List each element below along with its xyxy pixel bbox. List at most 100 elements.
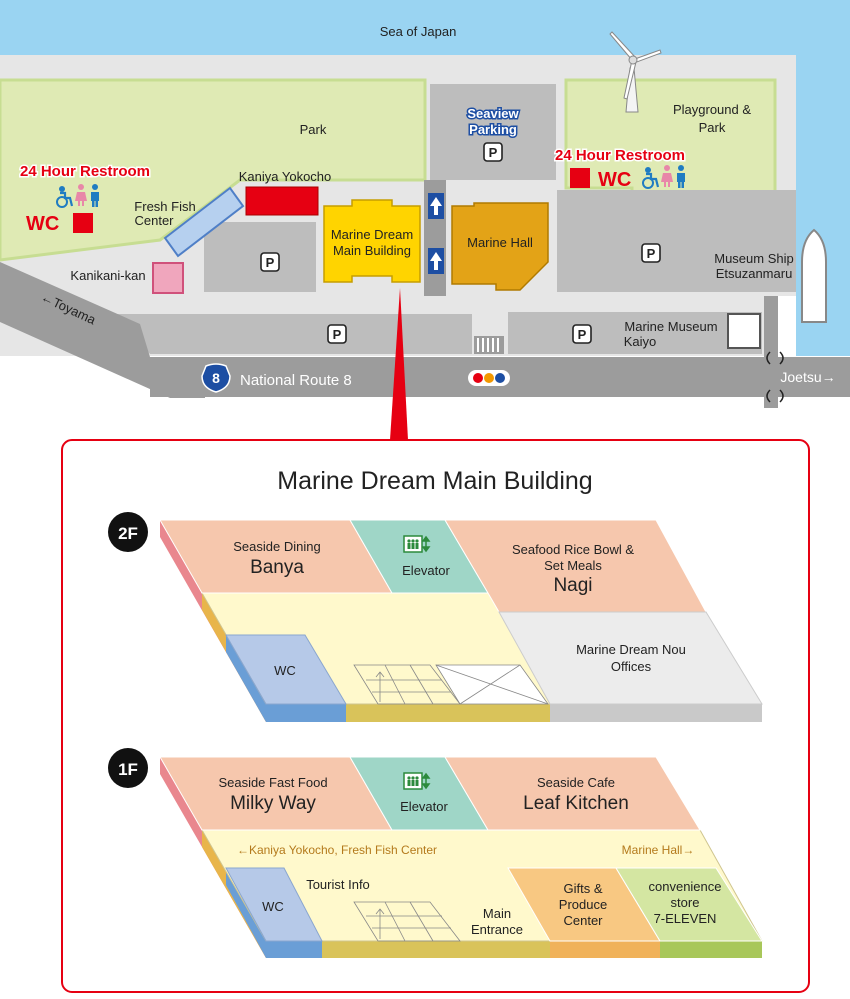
museum-ship-label-2: Etsuzanmaru — [716, 266, 793, 281]
gifts-label-2: Produce — [559, 897, 607, 912]
marine-museum[interactable] — [727, 313, 761, 349]
convenience-store[interactable] — [615, 867, 763, 942]
accessibility-icon — [642, 167, 660, 189]
parking-lot-west — [204, 222, 316, 292]
seaview-parking-label-1: Seaview — [467, 106, 519, 121]
parking-icon: P — [572, 324, 592, 344]
svg-text:P: P — [333, 327, 342, 342]
seaview-parking-label-2: Parking — [469, 122, 517, 137]
tourist-info-label: Tourist Info — [306, 877, 370, 892]
store-label-3: 7-ELEVEN — [654, 911, 717, 926]
kanikani-label: Kanikani-kan — [70, 268, 145, 283]
floor-badge-2f — [108, 512, 148, 552]
fresh-fish-label-2: Center — [134, 213, 174, 228]
wc-2f-label: WC — [274, 663, 296, 678]
traffic-light-icon — [468, 370, 510, 386]
route-shield-icon: 8 — [201, 363, 231, 393]
marine-museum-label-2: Kaiyo — [624, 334, 657, 349]
kanikani-kan[interactable] — [152, 262, 184, 294]
corridor-right-label: Marine Hall→ — [622, 843, 695, 857]
parking-lot-south-east — [508, 312, 762, 354]
seaview-parking-lot — [430, 84, 556, 180]
playground-label-1: Playground & — [673, 102, 751, 117]
store-label-1: convenience — [649, 879, 722, 894]
joetsu-label: Joetsu→ — [780, 369, 835, 385]
route-label: National Route 8 — [240, 372, 352, 389]
stairs-2f — [353, 664, 461, 705]
main-building-label-2: Main Building — [333, 243, 411, 258]
marine-hall[interactable] — [451, 202, 549, 291]
wc-left-label: WC — [26, 213, 59, 235]
entrance-label-1: Main — [483, 906, 511, 921]
elevator-2f-label: Elevator — [402, 563, 450, 578]
banya-sub: Seaside Dining — [233, 539, 320, 554]
kaniya-label: Kaniya Yokocho — [239, 169, 332, 184]
crosswalk-stripes — [477, 338, 499, 352]
fresh-fish-center[interactable] — [163, 186, 245, 258]
park-area — [0, 78, 427, 262]
parking-icon: P — [641, 243, 661, 263]
floor-1f: 1F Seaside Fast Food Milky Way — [108, 748, 763, 958]
bridge-marks — [766, 351, 784, 403]
one-way-arrow-icon — [428, 193, 444, 274]
offices-label-1: Marine Dream Nou — [576, 642, 686, 657]
male-icon — [91, 184, 99, 207]
floor-badge-1f — [108, 748, 148, 788]
marine-hall-label: Marine Hall — [467, 235, 533, 250]
wc-2f[interactable] — [225, 634, 347, 705]
restroom-right-label: 24 Hour Restroom — [555, 147, 685, 164]
accessibility-icon — [56, 186, 74, 208]
elevator-icon — [403, 772, 431, 790]
playground-label-2: Park — [699, 120, 726, 135]
floor-2f: 2F Seaside Dining Banya — [108, 512, 763, 722]
building-title: Marine Dream Main Building — [277, 467, 592, 495]
museum-ship-label-1: Museum Ship — [714, 251, 793, 266]
banya-name: Banya — [250, 557, 304, 578]
corridor-left-label: ←Kaniya Yokocho, Fresh Fish Center — [237, 843, 437, 857]
nagi-name: Nagi — [553, 575, 592, 596]
sea-label: Sea of Japan — [380, 24, 457, 39]
elevator-1f-label: Elevator — [400, 799, 448, 814]
male-icon — [677, 165, 685, 188]
parking-icon: P — [327, 324, 347, 344]
elevator-icon — [403, 535, 431, 553]
milky-sub: Seaside Fast Food — [218, 775, 327, 790]
offices-label-2: Offices — [611, 659, 652, 674]
marine-museum-label-1: Marine Museum — [624, 319, 717, 334]
wc-1f-label: WC — [262, 899, 284, 914]
offices — [498, 611, 763, 705]
restroom-left-label: 24 Hour Restroom — [20, 163, 150, 180]
svg-text:P: P — [489, 145, 498, 160]
shop-leaf-kitchen[interactable] — [444, 756, 701, 831]
parking-lot-south-west — [112, 314, 472, 354]
gifts-label-3: Center — [563, 913, 603, 928]
callout-pointer — [390, 288, 408, 440]
parking-icon: P — [260, 252, 280, 272]
crossing-road — [764, 296, 778, 408]
nagi-sub-2: Set Meals — [544, 558, 602, 573]
wind-turbine-icon — [609, 31, 662, 113]
svg-text:P: P — [647, 246, 656, 261]
wc-left-marker — [73, 213, 93, 233]
wc-1f[interactable] — [225, 867, 323, 942]
route-number: 8 — [212, 370, 220, 386]
leaf-name: Leaf Kitchen — [523, 793, 629, 814]
main-building-label-1: Marine Dream — [331, 227, 413, 242]
museum-ship[interactable] — [801, 228, 827, 323]
wc-right-label: WC — [598, 169, 631, 191]
female-icon — [661, 165, 673, 187]
sea — [0, 0, 850, 62]
svg-text:P: P — [266, 255, 275, 270]
wc-right-marker — [570, 168, 590, 188]
svg-text:P: P — [578, 327, 587, 342]
parking-icon: P — [483, 142, 503, 162]
main-building[interactable] — [323, 199, 421, 283]
kaniya-yokocho[interactable] — [245, 186, 319, 216]
entrance-label-2: Entrance — [471, 922, 523, 937]
stairs-1f — [353, 901, 461, 942]
store-label-2: store — [671, 895, 700, 910]
milky-name: Milky Way — [230, 793, 316, 814]
leaf-sub: Seaside Cafe — [537, 775, 615, 790]
female-icon — [75, 184, 87, 206]
gifts-label-1: Gifts & — [563, 881, 602, 896]
